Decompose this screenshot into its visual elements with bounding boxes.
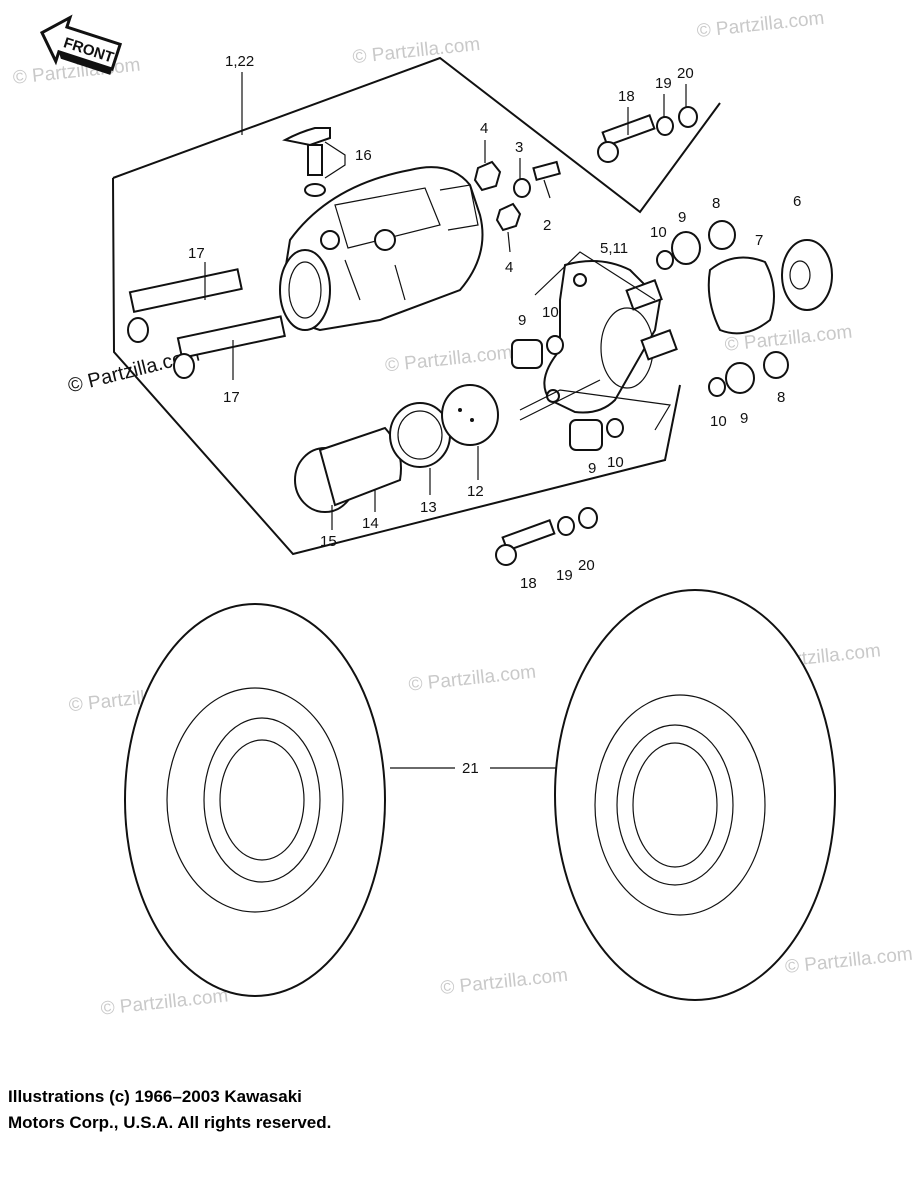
callout-19: 19 <box>556 567 573 584</box>
callout-18: 18 <box>618 88 635 105</box>
mounting-bolt-lower <box>495 507 598 566</box>
callout-9: 9 <box>740 410 748 427</box>
callout-19: 19 <box>655 75 672 92</box>
watermark: © Partzilla.com <box>784 944 914 978</box>
callout-6: 6 <box>793 193 801 210</box>
front-arrow-icon: FRONT <box>39 14 123 75</box>
callout-8: 8 <box>712 195 720 212</box>
callout-5-11: 5,11 <box>600 240 628 257</box>
callout-14: 14 <box>362 515 379 532</box>
boot-and-seals <box>656 220 833 397</box>
brake-disc-left <box>124 603 386 997</box>
watermark: © Partzilla.com <box>408 662 538 696</box>
callout-13: 13 <box>420 499 437 516</box>
callout-17: 17 <box>188 245 205 262</box>
caliper-hardware <box>473 160 561 232</box>
callout-2: 2 <box>543 217 551 234</box>
callout-8: 8 <box>777 389 785 406</box>
callout-9: 9 <box>678 209 686 226</box>
callout-3: 3 <box>515 139 523 156</box>
brake-disc-right <box>554 589 836 1001</box>
copyright-line-1: Illustrations (c) 1966–2003 Kawasaki <box>8 1087 302 1106</box>
caliper-body <box>279 166 484 332</box>
leader-lines <box>204 72 687 769</box>
callout-20: 20 <box>578 557 595 574</box>
watermark: © Partzilla.com <box>100 985 230 1019</box>
callout-9: 9 <box>588 460 596 477</box>
watermark: © Partzilla.com <box>384 342 514 376</box>
piston-assembly <box>294 384 499 513</box>
callout-10: 10 <box>710 413 727 430</box>
callout-21: 21 <box>462 760 479 777</box>
watermark: © Partzilla.com <box>352 34 482 68</box>
callout-4: 4 <box>505 259 513 276</box>
callout-10: 10 <box>542 304 559 321</box>
callout-7: 7 <box>755 232 763 249</box>
callout-12: 12 <box>467 483 484 500</box>
bushings-left <box>511 335 624 451</box>
callout-4: 4 <box>480 120 488 137</box>
caliper-bracket <box>543 260 678 414</box>
callout-10: 10 <box>650 224 667 241</box>
copyright-notice: Illustrations (c) 1966–2003 Kawasaki Mot… <box>8 1084 608 1136</box>
watermark: © Partzilla.com <box>439 965 569 999</box>
callout-20: 20 <box>677 65 694 82</box>
caliper-bolt-upper <box>127 268 243 343</box>
copyright-line-2: Motors Corp., U.S.A. All rights reserved… <box>8 1113 332 1132</box>
callout-18: 18 <box>520 575 537 592</box>
callout-16: 16 <box>355 147 372 164</box>
callout-10: 10 <box>607 454 624 471</box>
callouts: 1,22 16 4 3 2 4 18 19 20 5,11 10 9 8 7 6… <box>188 53 801 777</box>
callout-17: 17 <box>223 389 240 406</box>
watermark: © Partzilla.com <box>696 8 826 42</box>
caliper-assembly-outline <box>112 56 721 556</box>
callout-15: 15 <box>320 533 337 550</box>
bracket-leader <box>519 251 671 431</box>
callout-1-22: 1,22 <box>225 53 254 70</box>
callout-9: 9 <box>518 312 526 329</box>
caliper-bolt-lower <box>173 315 286 379</box>
bleeder-valve <box>282 127 331 197</box>
